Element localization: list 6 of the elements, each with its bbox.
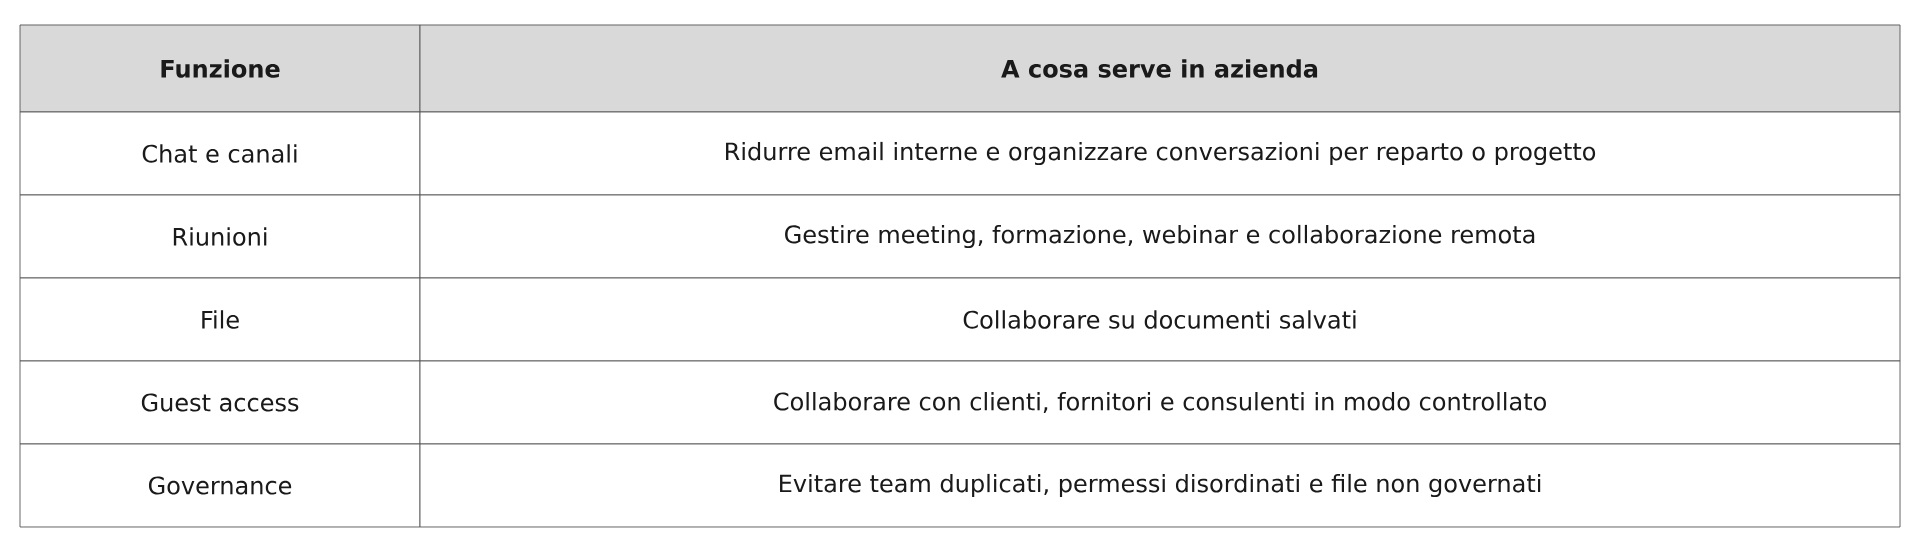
- table-cell: Guest access: [19, 360, 421, 445]
- table-cell: Chat e canali: [19, 111, 421, 196]
- header-cell: Funzione: [19, 24, 421, 113]
- table-cell: Riunioni: [19, 194, 421, 279]
- table-cell: Governance: [19, 443, 421, 528]
- table-cell: File: [19, 277, 421, 362]
